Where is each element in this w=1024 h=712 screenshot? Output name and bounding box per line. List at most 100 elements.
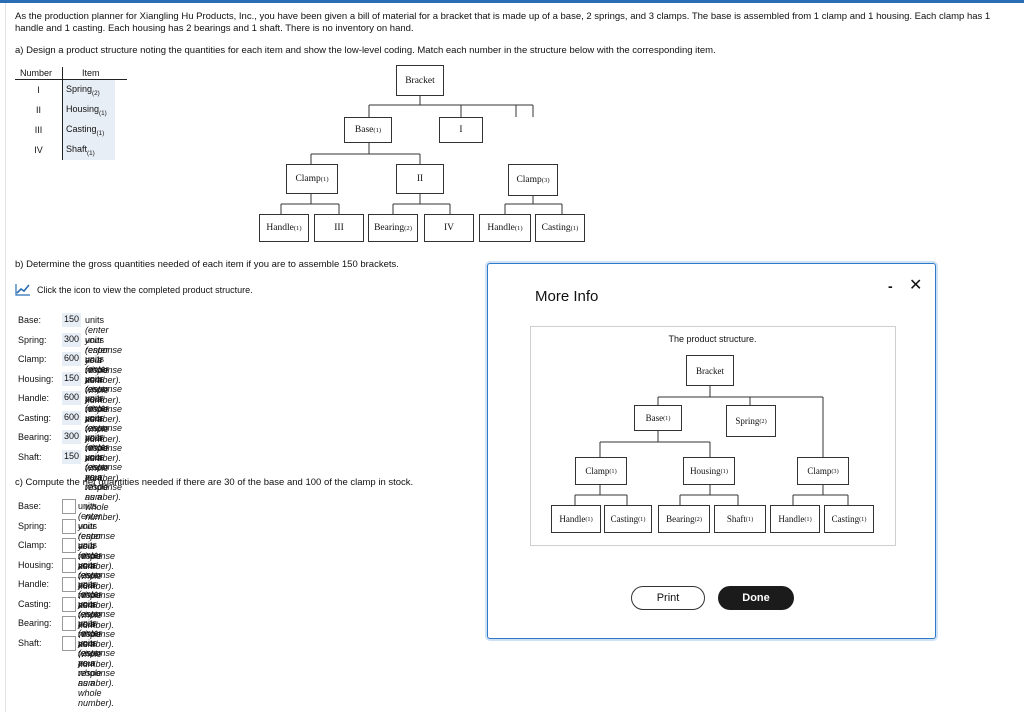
answer-value[interactable]: 300: [62, 332, 82, 347]
answer-label: Handle:: [18, 579, 50, 589]
answer-instruction: units (enter your response as a whole nu…: [78, 559, 116, 630]
dialog-title: More Info: [535, 288, 599, 305]
tree-connector-lines: [280, 96, 563, 214]
print-button[interactable]: Print: [631, 586, 705, 610]
answer-instruction: units (enter your response as a whole nu…: [78, 598, 116, 669]
modal-node-bracket: Bracket: [686, 355, 734, 386]
key-row: I Spring(2): [15, 80, 127, 100]
answer-value[interactable]: 600: [62, 391, 82, 405]
tree-node-placeholder-i: I: [439, 117, 483, 143]
key-item-name: Spring: [66, 84, 93, 94]
product-structure-tree: Bracket Base(1) I Clamp(1) II Clamp(3) H…: [256, 65, 588, 245]
answer-instruction: units (enter your response as a whole nu…: [78, 501, 116, 571]
number-item-key-table: Number Item I Spring(2) II Housing(1) II…: [15, 67, 127, 160]
part-b-prompt: b) Determine the gross quantities needed…: [15, 259, 399, 270]
modal-node-handle: Handle(1): [770, 505, 820, 533]
key-item-name: Housing: [66, 104, 100, 114]
answer-label: Bearing:: [18, 432, 52, 442]
net-housing-input[interactable]: [62, 557, 76, 573]
answer-label: Base:: [18, 315, 42, 325]
key-row-number: IV: [34, 145, 43, 155]
net-base-input[interactable]: [62, 499, 76, 514]
key-item-qty: (1): [87, 149, 95, 157]
key-row-item[interactable]: Shaft(1): [62, 140, 115, 160]
key-row-number: II: [35, 105, 41, 115]
modal-node-bearing: Bearing(2): [658, 505, 710, 533]
key-row: III Casting(1): [15, 120, 127, 140]
answer-value[interactable]: 150: [62, 449, 82, 464]
answer-value[interactable]: 600: [62, 352, 82, 366]
tree-node-clamp-3: Clamp(3): [508, 164, 558, 196]
modal-node-shaft: Shaft(1): [714, 505, 766, 533]
modal-node-casting: Casting(1): [604, 505, 652, 533]
tree-node-placeholder-iv: IV: [424, 214, 474, 242]
part-a-prompt: a) Design a product structure noting the…: [15, 45, 716, 56]
number-column-header: Number: [20, 68, 53, 78]
minimize-icon[interactable]: -: [888, 278, 893, 294]
answer-value[interactable]: 600: [62, 410, 82, 425]
net-bearing-input[interactable]: [62, 616, 76, 631]
structure-caption: The product structure.: [668, 334, 757, 344]
structure-panel: [530, 326, 896, 546]
net-shaft-input[interactable]: [62, 635, 76, 651]
answer-label: Shaft:: [18, 451, 42, 462]
key-item-name: Shaft: [66, 144, 88, 154]
view-structure-hint[interactable]: Click the icon to view the completed pro…: [15, 283, 253, 296]
answer-label: Housing:: [18, 373, 54, 384]
answer-label: Clamp:: [18, 540, 47, 550]
chart-icon[interactable]: [15, 283, 31, 296]
answer-label: Spring:: [18, 334, 47, 345]
net-spring-input[interactable]: [62, 518, 76, 534]
answer-instruction: units (enter your response as a whole nu…: [78, 618, 116, 688]
answer-label: Housing:: [18, 559, 54, 570]
answer-instruction: units (enter your response as a whole nu…: [78, 520, 116, 591]
answer-instruction: units (enter your response as a whole nu…: [85, 315, 123, 385]
part-c-prompt: c) Compute the net quantities needed if …: [15, 477, 414, 488]
done-button[interactable]: Done: [718, 586, 794, 610]
answer-instruction: units (enter your response as a whole nu…: [85, 334, 123, 405]
answer-instruction: units (enter your response as a whole nu…: [85, 412, 123, 483]
key-item-qty: (1): [99, 109, 107, 117]
key-row: II Housing(1): [15, 100, 127, 120]
tree-node-bearing: Bearing(2): [368, 214, 418, 242]
key-row-number: III: [34, 125, 43, 135]
header-separator: [62, 67, 63, 80]
item-column-header: Item: [82, 68, 100, 78]
answer-value[interactable]: 150: [62, 313, 82, 327]
answer-label: Clamp:: [18, 354, 47, 364]
more-info-dialog: More Info - ✕ The product structure. Pri…: [487, 263, 936, 639]
key-item-qty: (2): [92, 89, 100, 97]
key-row-item[interactable]: Housing(1): [62, 100, 115, 120]
answer-value[interactable]: 150: [62, 371, 82, 386]
tree-node-placeholder-iii: III: [314, 214, 364, 242]
answer-instruction: units (enter your response as a whole nu…: [78, 540, 116, 610]
net-clamp-input[interactable]: [62, 538, 76, 553]
answer-label: Spring:: [18, 520, 47, 531]
key-row-number: I: [37, 85, 40, 95]
answer-label: Casting:: [18, 412, 52, 423]
tree-node-handle: Handle(1): [479, 214, 531, 242]
answer-label: Bearing:: [18, 618, 52, 628]
net-handle-input[interactable]: [62, 577, 76, 592]
key-table-header: Number Item: [15, 67, 127, 80]
tree-node-clamp-1: Clamp(1): [286, 164, 338, 194]
net-casting-input[interactable]: [62, 596, 76, 612]
tree-node-placeholder-ii: II: [396, 164, 444, 194]
answer-label: Base:: [18, 501, 42, 511]
key-row-item[interactable]: Casting(1): [62, 120, 115, 140]
problem-statement: As the production planner for Xiangling …: [15, 11, 991, 34]
modal-node-housing: Housing(1): [683, 457, 735, 485]
answer-instruction: units (enter your response as a whole nu…: [78, 579, 116, 649]
modal-node-handle: Handle(1): [551, 505, 601, 533]
completed-structure-tree: Bracket Base(1) Spring(2) Clamp(1) Housi…: [548, 355, 878, 540]
close-icon[interactable]: ✕: [909, 277, 923, 294]
key-item-qty: (1): [96, 129, 105, 137]
modal-node-clamp-1: Clamp(1): [575, 457, 627, 485]
key-row: IV Shaft(1): [15, 140, 127, 160]
tree-node-bracket: Bracket: [396, 65, 444, 96]
key-row-item[interactable]: Spring(2): [62, 80, 115, 100]
answer-label: Shaft:: [18, 637, 42, 648]
answer-value[interactable]: 300: [62, 430, 82, 444]
answer-instruction: units (enter your response as a whole nu…: [78, 637, 116, 708]
tree-node-handle: Handle(1): [259, 214, 309, 242]
